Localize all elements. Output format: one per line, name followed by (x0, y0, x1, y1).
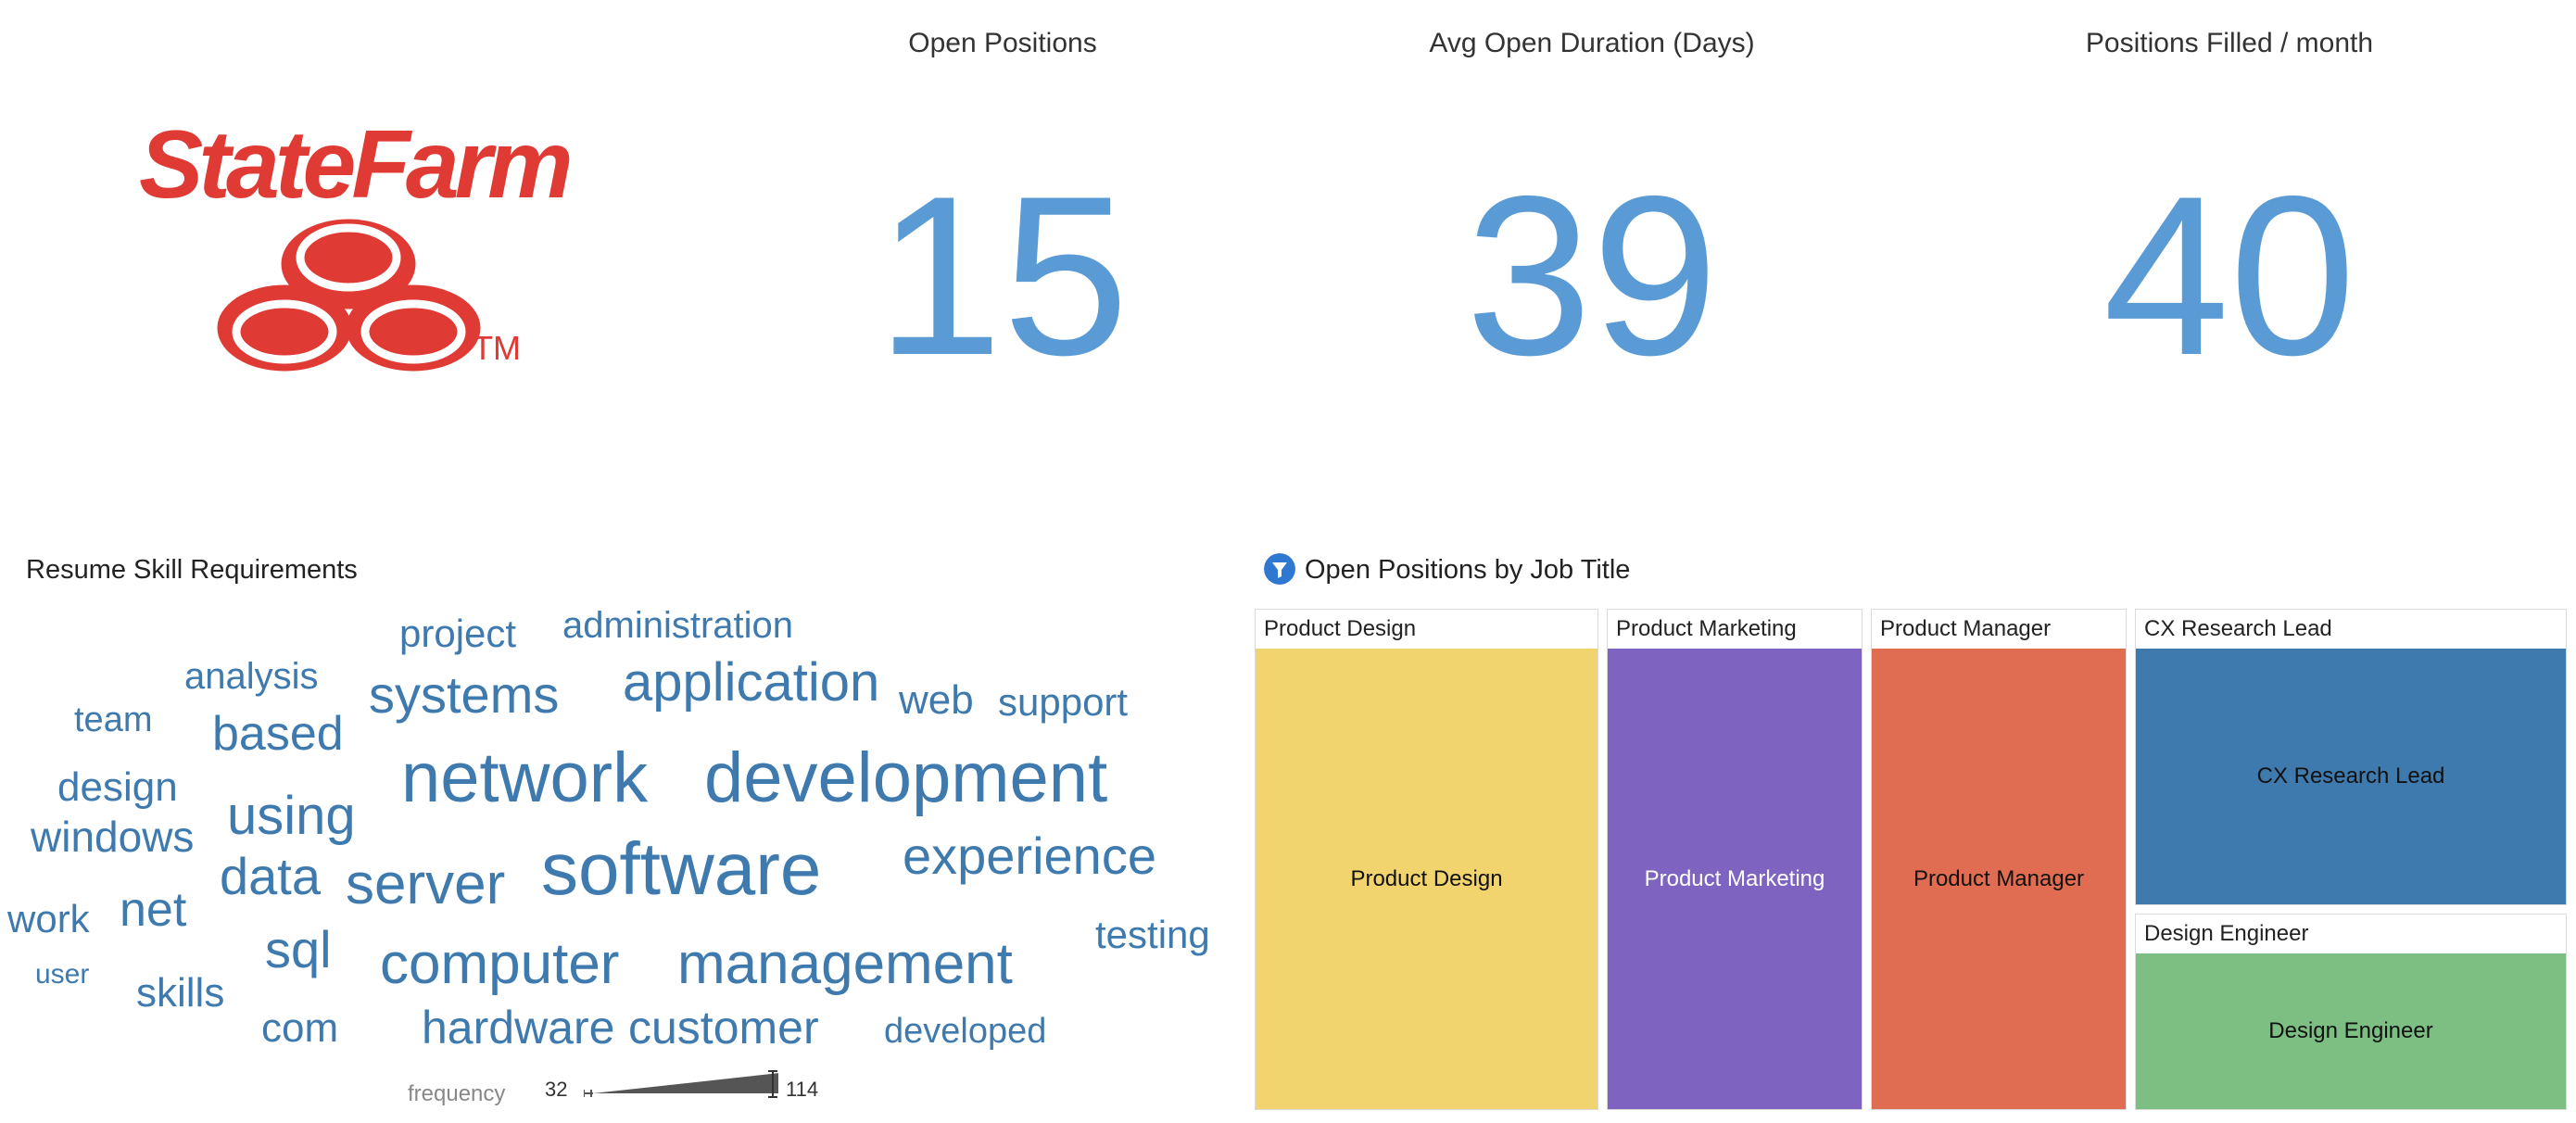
word[interactable]: data (220, 847, 321, 905)
cell-body[interactable]: Product Design (1256, 649, 1597, 1109)
word[interactable]: user (35, 959, 90, 990)
cell-header: Product Manager (1880, 616, 2052, 641)
cell-label: Product Manager (1913, 865, 2085, 891)
cell-label: CX Research Lead (2256, 763, 2445, 789)
legend-label: frequency (408, 1081, 506, 1106)
word[interactable]: server (346, 852, 506, 916)
cell-header: Product Design (1264, 616, 1417, 641)
word[interactable]: windows (31, 813, 195, 861)
svg-text:StateFarm: StateFarm (139, 111, 570, 219)
kpi-open-positions: Open Positions 15 (725, 0, 1281, 435)
kpi-positions-filled: Positions Filled / month 40 (1951, 0, 2507, 435)
word[interactable]: hardware (422, 1002, 615, 1054)
treemap-cell-product-manager[interactable]: Product Manager Product Manager (1871, 609, 2127, 1110)
cell-body[interactable]: CX Research Lead (2136, 649, 2566, 904)
filter-icon[interactable] (1264, 553, 1295, 585)
word[interactable]: developed (884, 1012, 1047, 1051)
word-cloud: project administration analysis systems … (0, 593, 1242, 1121)
word[interactable]: analysis (184, 656, 319, 697)
word[interactable]: network (401, 738, 649, 817)
word[interactable]: skills (136, 970, 225, 1016)
treemap-cell-product-marketing[interactable]: Product Marketing Product Marketing (1607, 609, 1863, 1110)
word[interactable]: design (57, 764, 178, 810)
wordcloud-title: Resume Skill Requirements (26, 555, 358, 585)
legend-max: 114 (786, 1078, 819, 1101)
treemap-cell-product-design[interactable]: Product Design Product Design (1255, 609, 1598, 1110)
state-farm-logo: StateFarm TM (130, 109, 575, 387)
word[interactable]: experience (903, 826, 1156, 885)
kpi-value: 15 (876, 148, 1130, 402)
word[interactable]: administration (562, 605, 794, 646)
word[interactable]: com (261, 1005, 339, 1051)
cell-body[interactable]: Product Marketing (1608, 649, 1862, 1109)
word[interactable]: sql (265, 920, 332, 978)
word[interactable]: testing (1095, 913, 1210, 956)
treemap: Product Design Product Design Product Ma… (1255, 607, 2570, 1112)
word[interactable]: work (7, 897, 90, 940)
cell-label: Product Marketing (1644, 865, 1825, 891)
wedge-end-handle[interactable] (764, 1067, 782, 1104)
word[interactable]: net (120, 883, 187, 937)
logo-graphic: StateFarm TM (139, 111, 575, 372)
frequency-wedge[interactable] (584, 1067, 778, 1104)
word[interactable]: management (677, 932, 1013, 996)
word[interactable]: using (227, 786, 356, 846)
kpi-title: Open Positions (908, 28, 1097, 58)
frequency-legend: frequency 32 114 (408, 1067, 852, 1106)
cell-header: Product Marketing (1616, 616, 1797, 641)
word[interactable]: software (541, 827, 822, 910)
svg-text:TM: TM (473, 329, 521, 367)
treemap-cell-design-engineer[interactable]: Design Engineer Design Engineer (2135, 914, 2567, 1110)
kpi-value: 39 (1465, 148, 1719, 402)
word[interactable]: systems (369, 665, 560, 724)
kpi-value: 40 (2102, 148, 2356, 402)
word[interactable]: computer (380, 932, 620, 996)
cell-label: Product Design (1350, 865, 1503, 891)
cell-body[interactable]: Design Engineer (2136, 953, 2566, 1109)
legend-min: 32 (545, 1078, 568, 1101)
cell-label: Design Engineer (2268, 1018, 2433, 1043)
cell-body[interactable]: Product Manager (1872, 649, 2126, 1109)
cell-header: Design Engineer (2144, 921, 2309, 946)
word[interactable]: based (212, 707, 344, 761)
word[interactable]: application (623, 652, 880, 713)
treemap-title: Open Positions by Job Title (1305, 555, 1631, 585)
kpi-avg-open-duration: Avg Open Duration (Days) 39 (1314, 0, 1870, 435)
word[interactable]: project (399, 612, 517, 655)
word[interactable]: team (74, 700, 153, 739)
cell-header: CX Research Lead (2144, 616, 2332, 641)
kpi-title: Avg Open Duration (Days) (1429, 28, 1755, 58)
word[interactable]: development (704, 738, 1108, 817)
treemap-cell-cx-research-lead[interactable]: CX Research Lead CX Research Lead (2135, 609, 2567, 905)
word[interactable]: support (998, 680, 1129, 724)
kpi-title: Positions Filled / month (2085, 28, 2374, 58)
word[interactable]: web (899, 677, 974, 723)
word[interactable]: customer (628, 1002, 819, 1054)
